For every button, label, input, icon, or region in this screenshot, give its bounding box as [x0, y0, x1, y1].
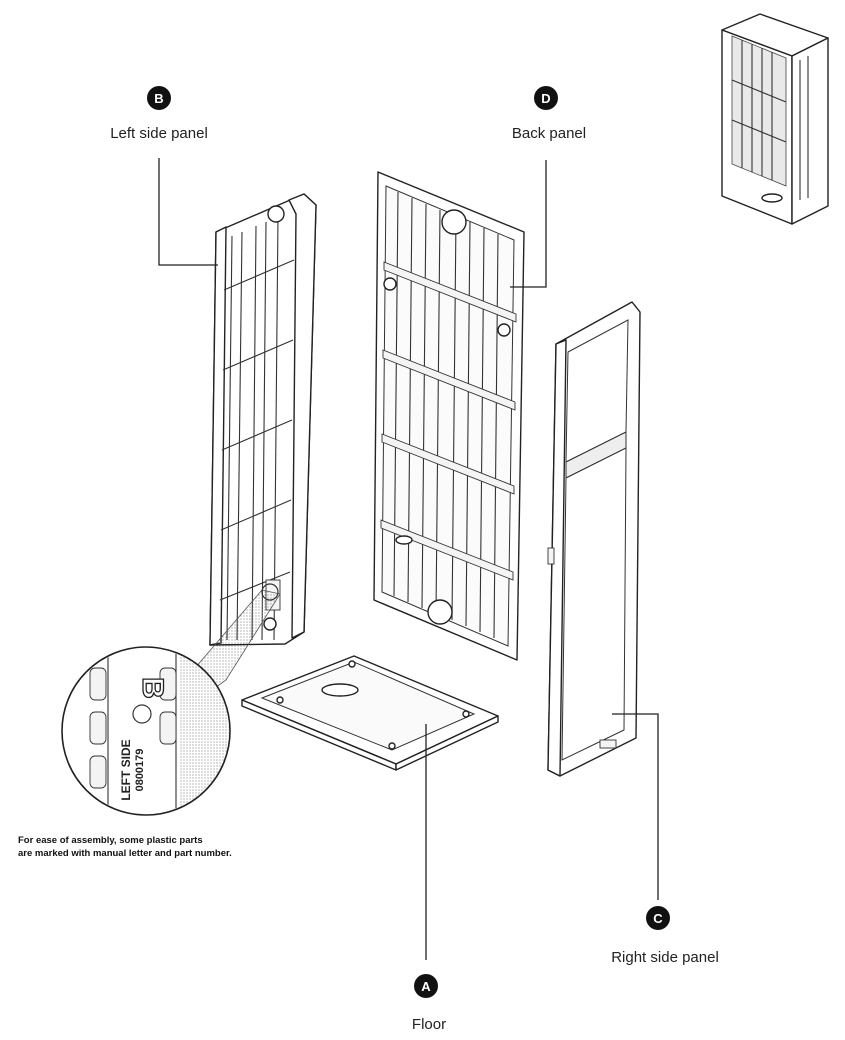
left-side-panel-drawing — [209, 193, 317, 646]
part-b-letter: B — [154, 91, 163, 106]
part-a-badge — [414, 974, 438, 998]
floor-drawing — [241, 655, 499, 771]
part-d-letter: D — [541, 91, 550, 106]
part-a-label: Floor — [412, 1016, 446, 1033]
part-d-badge — [534, 86, 558, 110]
part-a-callout: A Floor — [412, 974, 446, 1033]
part-b-badge — [147, 86, 171, 110]
part-c-label: Right side panel — [611, 949, 719, 966]
assembly-note: For ease of assembly, some plastic parts… — [18, 834, 232, 860]
part-a-letter: A — [421, 979, 431, 994]
back-panel-drawing — [373, 171, 525, 661]
detail-letter: B — [136, 677, 169, 699]
leader-line-c — [612, 713, 659, 900]
part-d-callout: D Back panel — [512, 86, 586, 142]
assembly-note-line-1: For ease of assembly, some plastic parts — [18, 835, 203, 846]
part-c-badge — [646, 906, 670, 930]
part-c-callout: C Right side panel — [611, 906, 719, 966]
detail-text-left-side: LEFT SIDE — [119, 739, 133, 800]
part-marking-detail-callout: B LEFT SIDE 0800179 — [61, 583, 281, 816]
part-d-label: Back panel — [512, 125, 586, 142]
leader-line-b — [158, 158, 218, 266]
leader-line-d — [510, 160, 547, 288]
assembly-note-line-2: are marked with manual letter and part n… — [18, 848, 232, 859]
part-c-letter: C — [653, 911, 663, 926]
part-b-callout: B Left side panel — [110, 86, 208, 142]
detail-text-part-number: 0800179 — [134, 749, 146, 792]
right-side-panel-drawing — [547, 301, 641, 777]
part-b-label: Left side panel — [110, 125, 208, 142]
assembled-cabinet-thumbnail — [721, 13, 829, 225]
